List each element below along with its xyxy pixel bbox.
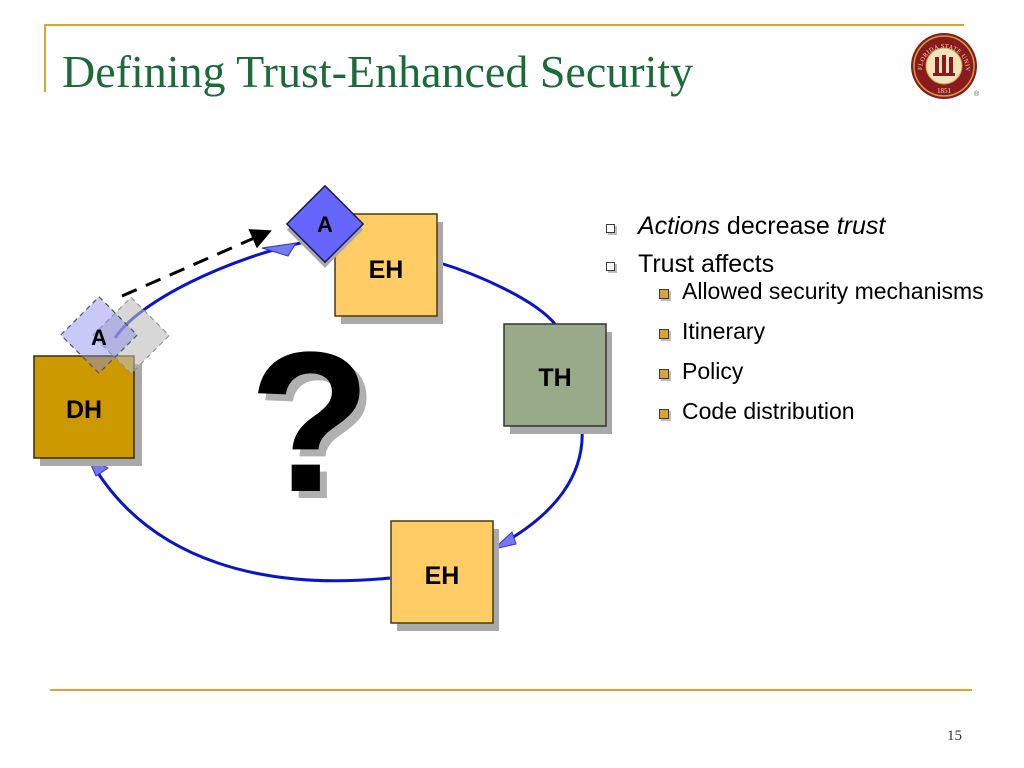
agent-ghost-shadow: [92, 296, 170, 375]
filled-square-bullet-icon: [659, 329, 669, 339]
arrowhead-top-icon: [261, 242, 297, 257]
frame-left-rule: [44, 24, 46, 92]
hollow-square-bullet-icon: [606, 224, 615, 233]
sub-bullet-item: Allowed security mechanisms: [638, 278, 984, 305]
eh-bottom-label: EH: [425, 562, 460, 590]
sub-bullet-text: Code distribution: [682, 398, 855, 424]
filled-square-bullet-icon: [659, 369, 669, 379]
frame-top-rule: [44, 24, 964, 26]
slide-title: Defining Trust-Enhanced Security: [62, 46, 694, 97]
agent-ghost: [59, 295, 139, 375]
dashed-migration-arrow: [121, 229, 272, 298]
sub-bullet-text: Policy: [682, 358, 744, 384]
bullet-trust-affects: Trust affects Allowed security mechanism…: [604, 250, 984, 425]
question-mark-icon: ?: [249, 311, 371, 534]
registered-mark: ®: [974, 90, 980, 98]
hollow-square-bullet-icon: [606, 262, 615, 271]
footer-rule: [50, 689, 972, 691]
filled-square-bullet-icon: [659, 409, 669, 419]
bullet-actions-decrease-trust: Actions decrease trust: [604, 212, 984, 240]
cycle-arc-th-to-eh: [497, 427, 584, 548]
bullet-list: Actions decrease trust Trust affects All…: [604, 212, 984, 438]
sub-bullet-text: Itinerary: [682, 318, 766, 344]
sub-bullet-item: Itinerary: [638, 318, 984, 345]
page-number: 15: [947, 728, 962, 744]
sub-bullet-text: Allowed security mechanisms: [682, 278, 984, 304]
th-node: [503, 323, 607, 427]
cycle-arc-eh-to-th: [436, 260, 557, 325]
eh-top-label: EH: [369, 256, 404, 284]
bullet-text-decrease: decrease: [719, 212, 837, 240]
bullet-emphasis-trust: trust: [836, 212, 886, 240]
dh-label: DH: [66, 396, 102, 424]
sub-bullet-item: Code distribution: [638, 398, 984, 425]
sub-bullet-item: Policy: [638, 358, 984, 385]
question-mark-shadow: ?: [256, 318, 378, 541]
cycle-arc-eh-to-dh: [88, 459, 391, 583]
bullet-text-trust-affects: Trust affects: [638, 250, 775, 278]
eh-bottom-node: [390, 520, 494, 624]
th-label: TH: [538, 364, 571, 392]
agent-ghost-label: A: [91, 325, 107, 350]
agent-moving-label: A: [317, 212, 333, 237]
arrowhead-bottom-right-icon: [492, 531, 517, 550]
agent-moving: [285, 184, 365, 264]
filled-square-bullet-icon: [659, 289, 669, 299]
university-seal-logo: FLORIDA STATE UNIVERSITY 1851 ®: [908, 30, 980, 99]
sub-bullet-list: Allowed security mechanisms Itinerary Po…: [638, 278, 984, 425]
bullet-emphasis-actions: Actions: [638, 212, 720, 240]
seal-year: 1851: [937, 87, 952, 95]
dh-node: [33, 355, 135, 459]
